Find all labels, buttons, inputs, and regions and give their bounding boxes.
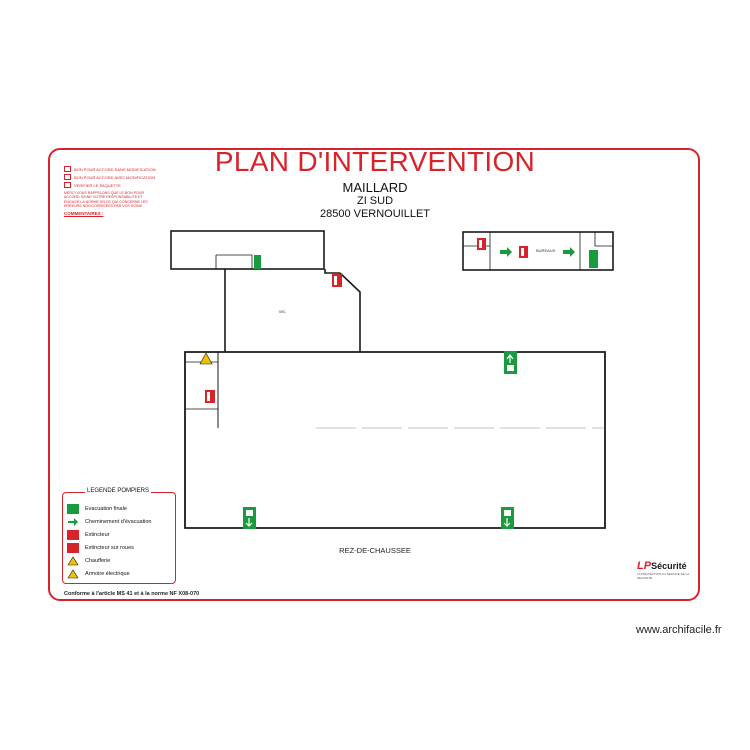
legend-item: Extincteur xyxy=(67,529,109,540)
electrical-warning-icon xyxy=(199,352,213,365)
extinguisher-icon xyxy=(332,274,342,287)
legend-item-label: Cheminement d'évacuation xyxy=(85,518,152,525)
approval-item[interactable]: VERIFIER LE PAQUETTE xyxy=(64,182,160,188)
legend-title: LEGENDE POMPIERS xyxy=(85,488,152,494)
norm-text: Conforme à l'article MS 41 et à la norme… xyxy=(64,591,200,597)
extinguisher-icon xyxy=(67,529,79,540)
client-city: 28500 VERNOUILLET xyxy=(319,208,431,220)
annex-building-wall xyxy=(462,231,614,271)
checkbox-icon[interactable] xyxy=(64,182,71,188)
exit-sign-icon xyxy=(504,351,517,374)
logo-text: Sécurité xyxy=(651,561,687,571)
green-arrow-icon xyxy=(563,247,575,257)
main-hall-wall xyxy=(184,351,606,529)
extinguisher-icon xyxy=(205,390,215,403)
logo-prefix: LP xyxy=(637,560,652,572)
approval-item-label: VERIFIER LE PAQUETTE xyxy=(74,182,121,188)
approval-item-label: BON POUR ACCORD SANS MODIFICATION xyxy=(74,166,156,172)
wheeled-extinguisher-icon xyxy=(67,542,79,553)
plan-title: PLAN D'INTERVENTION xyxy=(214,146,536,177)
room-label: WC xyxy=(279,309,286,314)
legend-item-label: Extincteur sur roues xyxy=(85,544,134,551)
checkbox-icon[interactable] xyxy=(64,174,71,180)
extinguisher-icon xyxy=(477,238,486,250)
legend-item-label: Chaufferie xyxy=(85,557,111,564)
legend-item-label: Extincteur xyxy=(85,531,110,538)
upper-building-wall xyxy=(170,230,325,270)
green-arrow-icon xyxy=(500,247,512,257)
upper-building-partition xyxy=(215,254,253,269)
legend-item: Cheminement d'évacuation xyxy=(67,516,151,527)
room-label: BUREAUX xyxy=(536,248,556,253)
approval-block: BON POUR ACCORD SANS MODIFICATION BON PO… xyxy=(64,166,160,222)
green-arrow-icon xyxy=(68,517,78,526)
approval-item-label: BON POUR ACCORD AVEC MODIFICATION xyxy=(74,174,155,180)
client-name: MAILLARD xyxy=(342,180,408,195)
legend-item-label: Armoire électrique xyxy=(85,570,130,577)
legend-item: Armoire électrique xyxy=(67,568,130,579)
legend-item: Chaufferie xyxy=(67,555,110,566)
exit-sign-icon xyxy=(67,503,79,514)
legend-item-label: Evacuation finale xyxy=(85,505,127,512)
legend-box: LEGENDE POMPIERS Evacuation finale Chemi… xyxy=(62,488,176,584)
exit-sign-icon xyxy=(254,255,261,269)
boiler-warning-icon xyxy=(67,555,79,565)
exit-sign-icon xyxy=(501,507,514,529)
logo-tagline: LA PROTECTION AU SERVICE DE LA SECURITE xyxy=(637,572,690,580)
checkbox-icon[interactable] xyxy=(64,166,71,172)
floor-label: REZ-DE-CHAUSSEE xyxy=(339,546,411,555)
comments-label: COMMENTAIRES : xyxy=(64,211,104,217)
extinguisher-icon xyxy=(519,246,528,258)
company-logo: LP Sécurité LA PROTECTION AU SERVICE DE … xyxy=(637,560,693,590)
legend-item: Evacuation finale xyxy=(67,503,127,514)
exit-sign-icon xyxy=(589,250,598,268)
approval-note: MERCI VOUS RAPPELONS QUE LE BON POUR ACC… xyxy=(64,191,148,208)
exit-sign-icon xyxy=(243,507,256,529)
watermark[interactable]: www.archifacile.fr xyxy=(636,624,722,636)
electrical-warning-icon xyxy=(67,568,79,578)
approval-item[interactable]: BON POUR ACCORD SANS MODIFICATION xyxy=(64,166,160,172)
client-zone: ZI SUD xyxy=(356,195,394,207)
approval-item[interactable]: BON POUR ACCORD AVEC MODIFICATION xyxy=(64,174,160,180)
legend-item: Extincteur sur roues xyxy=(67,542,134,553)
annex-partition xyxy=(463,232,613,270)
plan-frame xyxy=(48,148,700,601)
corridor-wall xyxy=(224,269,361,352)
